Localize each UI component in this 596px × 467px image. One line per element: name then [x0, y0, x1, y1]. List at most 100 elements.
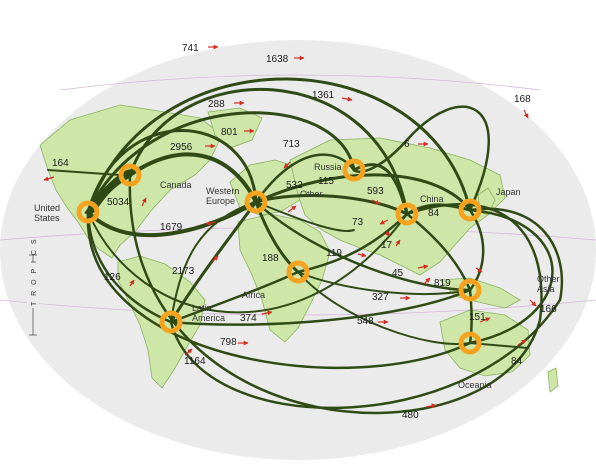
flow-value-label: 288: [208, 99, 225, 110]
flow-value-label: 164: [52, 158, 69, 169]
flow-curve: [170, 201, 257, 323]
flow-curve: [86, 210, 173, 324]
flow-curve: [128, 152, 258, 204]
region-label-africa: Africa: [242, 290, 265, 300]
arrow-icon: [211, 255, 219, 263]
arrow-icon: [341, 96, 353, 102]
flow-curve: [255, 201, 355, 232]
arrow-icon: [425, 403, 437, 409]
arrow-icon: [283, 161, 291, 169]
flow-curve: [254, 173, 472, 212]
flow-value-label: 1361: [312, 90, 335, 101]
flow-value-label: 166: [540, 304, 557, 315]
flow-value-label: 801: [221, 127, 238, 138]
united-states-hub: [76, 200, 100, 224]
arrow-icon: [184, 348, 193, 356]
arrow-icon: [141, 197, 147, 207]
flow-value-label: 593: [367, 186, 384, 197]
other-asia-hub: [458, 278, 482, 302]
flow-value-label: 713: [283, 139, 300, 150]
region-label-japan: Japan: [496, 187, 521, 197]
arrow-icon: [357, 252, 367, 258]
flow-value-label: 17: [381, 240, 393, 251]
flow-value-label: 1638: [266, 54, 289, 65]
canada-hub: [118, 163, 142, 187]
arrow-icon: [423, 277, 431, 285]
flow-curve: [47, 169, 121, 176]
flow-curve: [86, 210, 472, 370]
arrow-icon: [371, 199, 381, 205]
flow-value-labels: 741 1638 288 1361 168 801 2956 713 6 164…: [52, 43, 557, 421]
region-hubs: [76, 158, 482, 355]
arrow-icon: [395, 239, 401, 247]
flow-value-label: 327: [372, 292, 389, 303]
flow-value-label: 6: [404, 139, 410, 150]
japan-hub: [458, 198, 482, 222]
flow-value-label: 84: [511, 356, 523, 367]
region-label-china: China: [420, 194, 444, 204]
flow-curve: [297, 271, 471, 295]
arrow-icon: [475, 267, 483, 273]
flow-curve: [352, 105, 490, 212]
flow-value-label: 73: [352, 217, 364, 228]
arrow-icon: [287, 205, 297, 213]
new-zealand-land: [547, 367, 559, 393]
flow-curve: [169, 200, 258, 324]
flow-value-label: 548: [357, 316, 374, 327]
flow-value-label: 2956: [170, 142, 193, 153]
flow-curve: [86, 200, 258, 238]
arrow-icon: [385, 231, 391, 237]
tropics-marker: T R O P I C S: [27, 237, 39, 336]
flow-curve: [468, 208, 554, 345]
arrow-icon: [517, 339, 527, 346]
latin-america-hub: [159, 310, 183, 334]
region-label-oceania: Oceania: [458, 380, 492, 390]
flow-direction-arrows: [43, 44, 537, 409]
flow-value-label: 480: [402, 410, 419, 421]
flow-value-label: 119: [326, 248, 342, 259]
flow-value-label: 168: [514, 94, 531, 105]
arrow-icon: [379, 219, 389, 225]
flow-value-label: 374: [240, 313, 257, 324]
flow-curve: [87, 211, 408, 314]
flow-value-label: 84: [428, 208, 440, 219]
greenland-land: [207, 107, 263, 149]
flow-value-label: 1679: [160, 222, 183, 233]
oceania-hub: [458, 331, 482, 355]
arrow-icon: [523, 109, 529, 119]
flow-value-label: 2173: [172, 266, 195, 277]
flow-curve: [128, 87, 409, 216]
flow-curve: [254, 200, 300, 274]
arrow-icon: [43, 176, 55, 182]
arrow-icon: [205, 220, 217, 226]
arrow-icon: [129, 279, 135, 287]
china-hub: [395, 202, 419, 226]
flow-curve: [86, 77, 472, 214]
flow-value-label: 798: [220, 337, 237, 348]
western-europe-hub: [244, 190, 268, 214]
trade-flows: [47, 77, 564, 415]
flow-value-label: 5034: [107, 197, 130, 208]
russia-hub: [342, 158, 366, 182]
arrow-icon: [261, 310, 273, 316]
tropics-label: T R O P I C S: [31, 237, 38, 306]
arrow-icon: [529, 299, 537, 307]
flow-curve: [468, 288, 473, 345]
flow-value-label: 151: [469, 312, 486, 323]
arrow-icon: [479, 317, 491, 323]
australia-land: [439, 309, 531, 377]
region-label-other: Other: [300, 189, 323, 199]
flow-curve: [254, 200, 472, 292]
flow-curve: [296, 212, 409, 274]
flow-value-label: 115: [318, 176, 334, 187]
africa-hub: [286, 260, 310, 284]
flow-curve: [86, 111, 356, 214]
region-label-russia: Russia: [314, 162, 342, 172]
flow-value-label: 741: [182, 43, 199, 54]
